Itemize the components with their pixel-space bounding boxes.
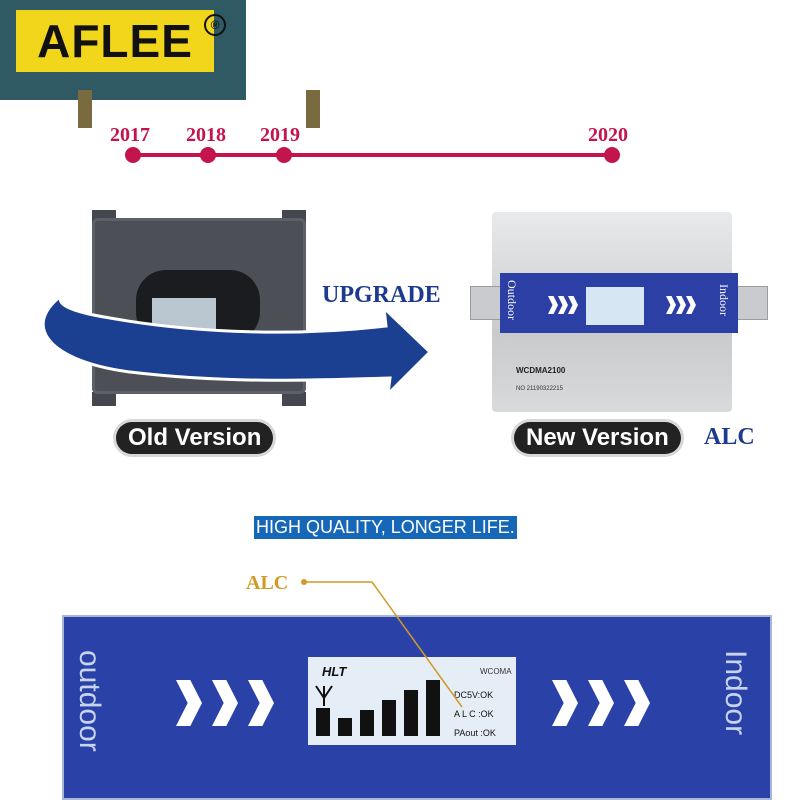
- detail-outdoor-label: outdoor: [73, 650, 106, 752]
- chevron-right-icon: [666, 296, 676, 314]
- alc-callout-label: ALC: [246, 572, 289, 594]
- year-timeline: 2017 2018 2019 2020: [0, 0, 800, 200]
- timeline-dot: [604, 147, 620, 163]
- mount-tab: [92, 392, 116, 406]
- brand-logo: AFLEE ®: [16, 10, 226, 72]
- lcd-mode: WCOMA: [480, 667, 512, 676]
- signal-bar: [382, 700, 396, 736]
- indoor-connector: [736, 286, 768, 320]
- panel-indoor-label: Indoor: [717, 284, 731, 316]
- registered-mark: ®: [204, 14, 226, 36]
- antenna-icon: [315, 685, 333, 706]
- chevron-right-icon: [568, 296, 578, 314]
- old-version-badge: Old Version: [116, 422, 274, 454]
- signal-bar: [316, 708, 330, 736]
- new-version-badge: New Version: [514, 422, 681, 454]
- model-number: WCDMA2100: [516, 366, 566, 375]
- brand-banner: AFLEE ®: [0, 0, 246, 100]
- upgrade-label: UPGRADE: [322, 282, 441, 308]
- status-alc: A L C :OK: [454, 709, 494, 719]
- antenna-connector: [78, 90, 92, 128]
- status-dc: DC5V:OK: [454, 690, 494, 700]
- chevron-right-icon: [676, 296, 686, 314]
- chevron-right-icon: [686, 296, 696, 314]
- antenna-connector: [306, 90, 320, 128]
- alc-feature-label: ALC: [704, 424, 755, 450]
- status-paout: PAout :OK: [454, 728, 496, 738]
- signal-bar: [338, 718, 352, 736]
- timeline-year: 2019: [260, 124, 300, 146]
- lcd-brand: HLT: [322, 664, 347, 679]
- timeline-line: [132, 153, 612, 157]
- tagline: HIGH QUALITY, LONGER LIFE.: [254, 516, 517, 539]
- timeline-year: 2017: [110, 124, 150, 146]
- new-lcd-screen: [586, 287, 644, 325]
- signal-bar: [404, 690, 418, 736]
- mount-tab: [282, 392, 306, 406]
- timeline-dot: [125, 147, 141, 163]
- signal-bar: [426, 680, 440, 736]
- timeline-year: 2018: [186, 124, 226, 146]
- detail-indoor-label: Indoor: [719, 650, 752, 736]
- chevron-right-icon: [548, 296, 558, 314]
- chevron-right-icon: [558, 296, 568, 314]
- timeline-dot: [200, 147, 216, 163]
- timeline-dot: [276, 147, 292, 163]
- signal-bar: [360, 710, 374, 736]
- outdoor-connector: [470, 286, 502, 320]
- timeline-year: 2020: [588, 124, 628, 146]
- brand-name: AFLEE: [37, 15, 193, 67]
- arrow-shape: [41, 288, 433, 399]
- panel-outdoor-label: Outdoor: [505, 280, 519, 320]
- serial-number: NO 21190322215: [516, 386, 563, 392]
